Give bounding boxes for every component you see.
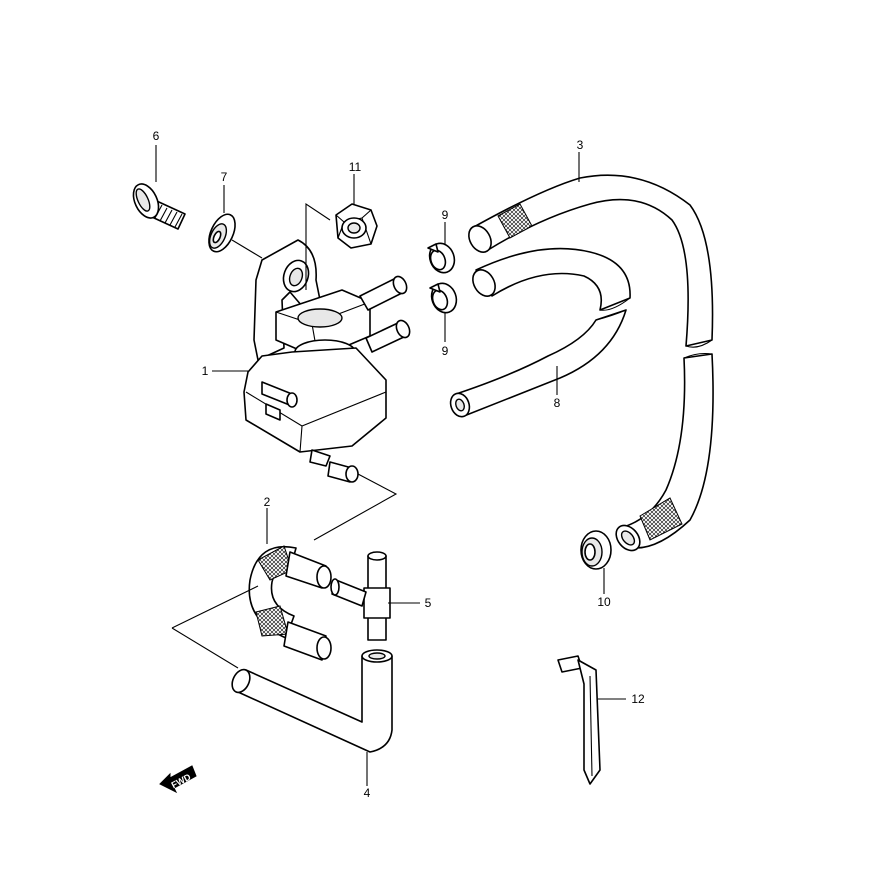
callout-7: 7: [221, 170, 228, 184]
washer-part-7: [208, 213, 236, 253]
assembly-lines: [171, 202, 398, 669]
hose-part-8: [449, 247, 631, 418]
tee-joint-part-5: [330, 551, 391, 641]
callout-5: 5: [425, 596, 432, 610]
bolt-part-6: [132, 183, 186, 230]
hose-part-2: [248, 545, 332, 661]
grommet-part-10: [580, 530, 612, 570]
callout-8: 8: [554, 396, 561, 410]
leader-lines: [155, 145, 626, 786]
callout-6: 6: [153, 129, 160, 143]
callout-12: 12: [631, 692, 645, 706]
callout-9-upper: 9: [442, 208, 449, 222]
callout-3: 3: [577, 138, 584, 152]
callout-1: 1: [202, 364, 209, 378]
clip-part-9-lower: [429, 282, 458, 314]
callout-2: 2: [264, 495, 271, 509]
callout-9-lower: 9: [442, 344, 449, 358]
tie-strap-part-12: [557, 655, 601, 785]
nut-part-11: [335, 203, 378, 249]
fwd-direction-badge: FWD: [159, 765, 197, 794]
clip-part-9-upper: [427, 242, 456, 274]
callout-10: 10: [597, 595, 611, 609]
hose-part-3: [468, 174, 714, 552]
hose-part-4: [231, 649, 393, 753]
callout-11: 11: [349, 160, 362, 174]
fuel-pump-part-1: [243, 239, 411, 483]
callout-4: 4: [364, 786, 371, 800]
callout-labels: 6 7 11 9 9 3 1 8 2 5 10 4 12: [153, 129, 645, 800]
